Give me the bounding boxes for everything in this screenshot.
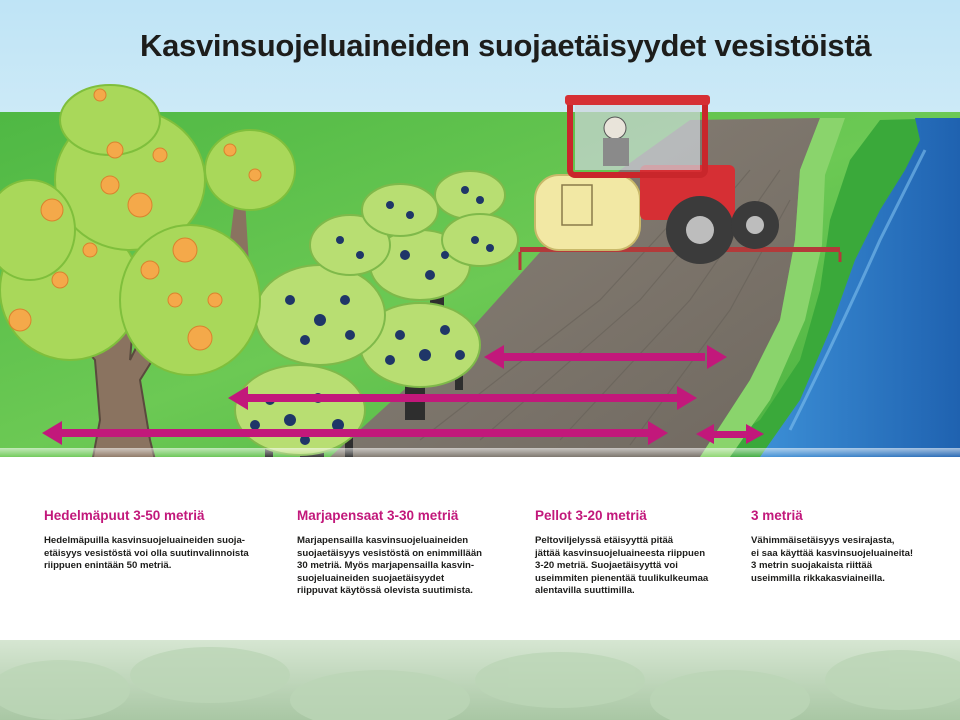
- section-berry-bushes: Marjapensaat 3-30 metriä Marjapensailla …: [297, 508, 507, 598]
- text-panel-fade: [0, 448, 960, 458]
- buffer-strip: [700, 118, 845, 457]
- section-text: Marjapensailla kasvinsuojeluaineiden suo…: [297, 535, 483, 597]
- section-text: Hedelmäpuilla kasvinsuojeluaineiden suoj…: [44, 535, 249, 572]
- section-heading: Pellot 3-20 metriä: [535, 508, 647, 523]
- arrow-fields: [484, 345, 727, 369]
- arrow-fruit-trees: [42, 421, 668, 445]
- section-heading: Marjapensaat 3-30 metriä: [297, 508, 459, 523]
- text-panel: [0, 457, 960, 640]
- river-highlight: [788, 149, 927, 431]
- section-fields: Pellot 3-20 metriä Peltoviljelyssä etäis…: [535, 508, 745, 598]
- page-title: Kasvinsuojeluaineiden suojaetäisyydet ve…: [140, 28, 872, 63]
- section-heading: 3 metriä: [751, 508, 803, 523]
- section-text: Peltoviljelyssä etäisyyttä pitää jättää …: [535, 535, 709, 597]
- section-heading: Hedelmäpuut 3-50 metriä: [44, 508, 205, 523]
- footer-leaves: [0, 647, 960, 720]
- sky: [0, 0, 960, 120]
- tractor-sprayer-icon: [518, 95, 842, 270]
- section-text: Vähimmäisetäisyys vesirajasta, ei saa kä…: [751, 535, 914, 584]
- apple-tree-icon: [0, 84, 296, 501]
- arrow-berry-bushes: [228, 386, 697, 410]
- double-arrow-icon: [42, 345, 764, 445]
- arrow-minimum: [696, 424, 764, 444]
- section-fruit-trees: Hedelmäpuut 3-50 metriä Hedelmäpuilla ka…: [44, 508, 254, 573]
- section-minimum-distance: 3 metriä Vähimmäisetäisyys vesirajasta, …: [751, 508, 960, 585]
